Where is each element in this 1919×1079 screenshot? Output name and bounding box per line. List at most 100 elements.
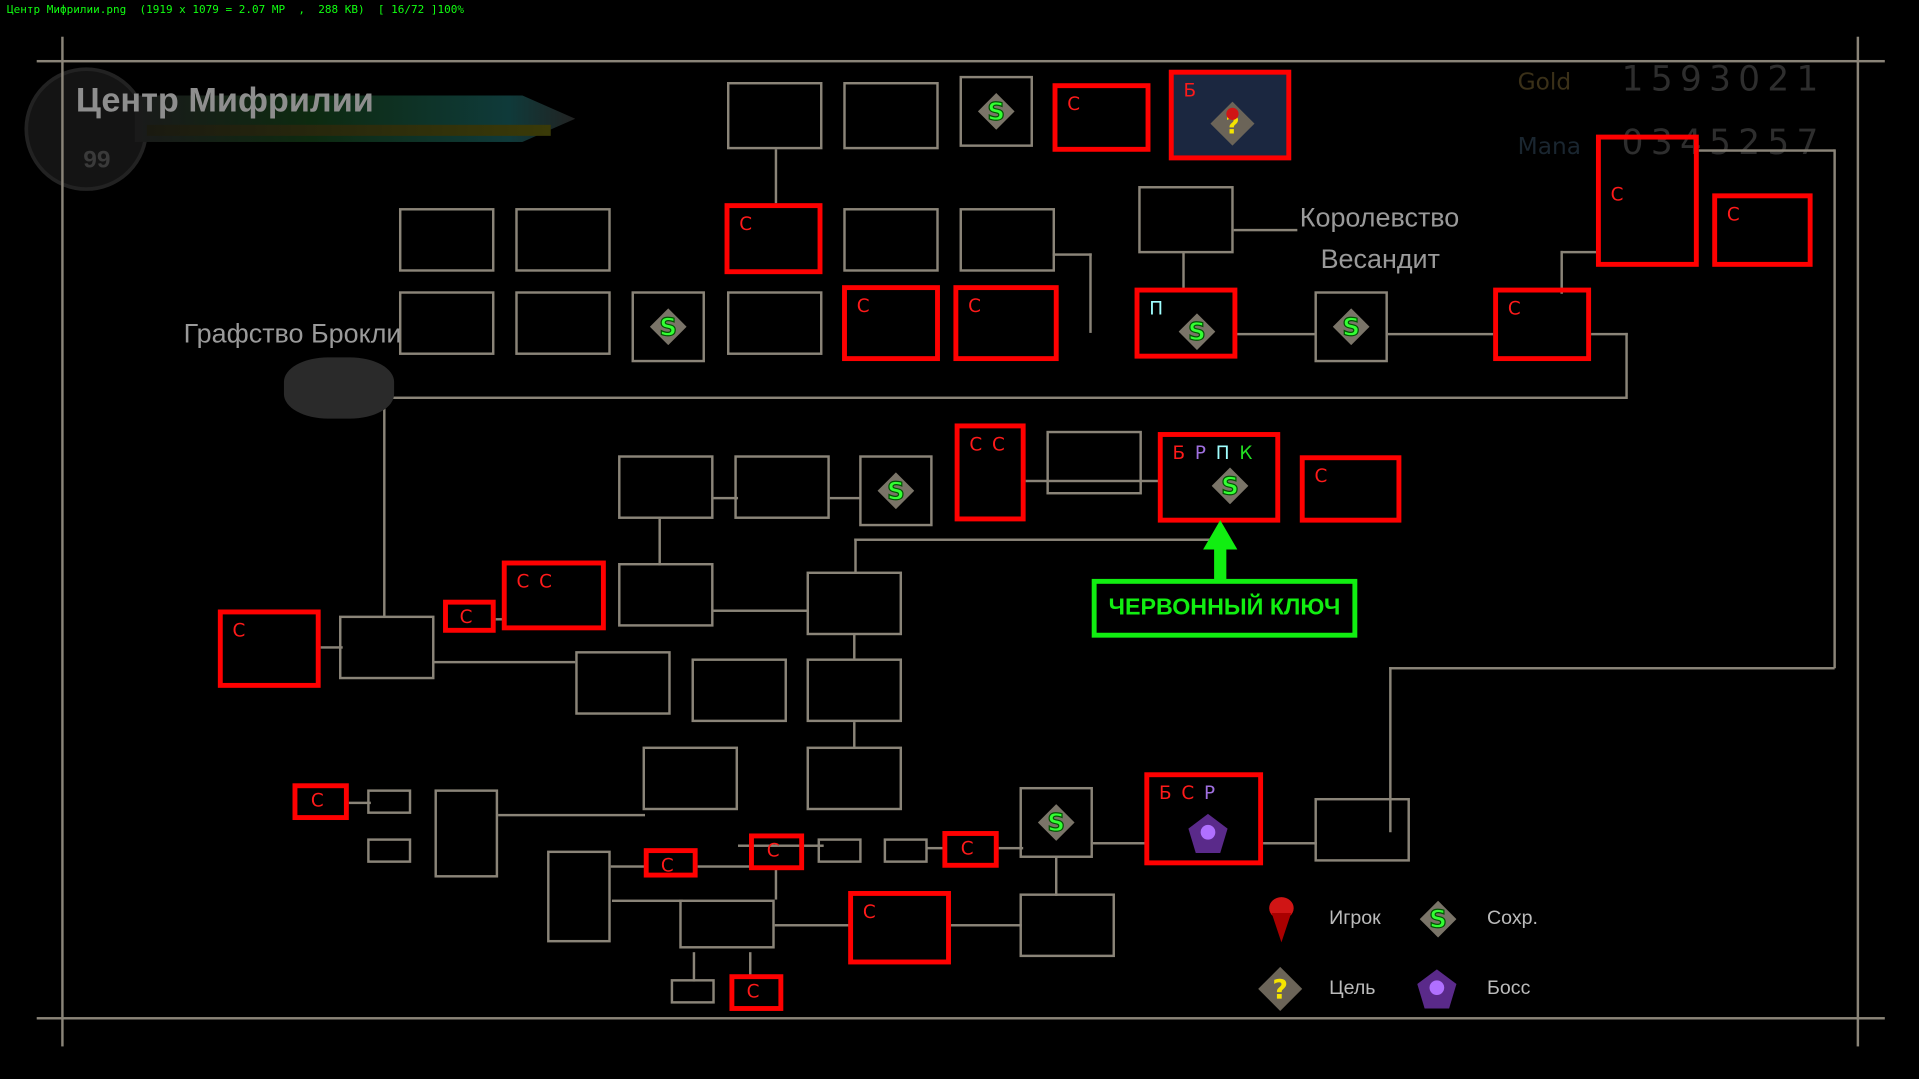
corridor-line [610,865,648,868]
corridor-line [61,36,64,1047]
corridor-line [1089,253,1092,333]
corridor-line [36,59,1885,63]
map-room [1019,893,1115,958]
marked-room: С [1052,83,1151,152]
map-room [691,658,787,723]
room-marker-letter: С [969,433,988,456]
region-label-brokli: Графство Брокли [183,318,402,349]
legend-boss-icon [1417,969,1457,1009]
corridor-line [611,899,683,903]
map-room [398,291,495,355]
corridor-line [658,518,661,566]
corridor-line [1389,667,1392,833]
map-room [726,291,823,355]
corridor-line [950,924,1022,927]
map-room [1138,186,1234,254]
marked-room: С [1595,134,1699,267]
legend-target-icon: ? [1258,966,1303,1011]
gold-value: 1593021 [1621,58,1826,100]
map-room [434,789,499,878]
corridor-line [1182,252,1185,289]
map-room [726,82,823,150]
corridor-line [998,846,1024,850]
room-marker-letter: С [1610,183,1629,206]
map-room [339,615,435,680]
room-marker-letter: С [960,837,979,860]
map-room [515,291,611,355]
room-marker-letter: С [1181,782,1200,805]
corridor-line [1052,253,1092,256]
marked-room: С [724,203,823,275]
map-room [959,75,1033,147]
region-label-vesandit-1: Королевство [1299,201,1460,233]
map-room [618,455,714,519]
map-room [575,651,671,715]
corridor-line [1560,250,1598,254]
map-room [806,746,903,811]
corridor-line [320,646,343,649]
location-title: Центр Мифрилии [75,80,374,119]
room-marker-letter: С [459,605,478,628]
map-room [734,455,830,519]
room-marker-letter: С [1726,203,1745,226]
map-room [515,208,611,272]
target-player-icon: ? [1210,101,1255,151]
room-marker-letter: С [660,854,679,877]
room-marker-label: С [1314,465,1337,487]
room-marker-letter: П [1149,297,1168,320]
save-point-icon: S [649,308,687,346]
corridor-line [697,865,752,868]
svg-text:S: S [1221,471,1239,500]
map-room [679,899,775,949]
corridor-line [713,609,809,612]
save-point-icon: S [977,93,1015,130]
room-marker-label: С [233,619,256,641]
map-room [367,789,412,814]
map-room [806,571,903,636]
corridor-line [692,952,696,982]
room-marker-letter: С [310,789,329,812]
room-marker-label: С [1508,297,1531,319]
svg-text:S: S [1188,317,1206,346]
corridor-line [774,924,851,927]
map-room [631,291,705,363]
arrow-up-icon [1203,520,1238,582]
player-icon [1269,897,1294,943]
marked-room: С [217,609,321,688]
player-level: 99 [83,146,111,174]
corridor-line [498,813,645,817]
legend-save-icon: S [1419,900,1457,938]
corridor-line [774,149,778,204]
map-room [806,658,903,723]
map-room [817,838,862,863]
corridor-line [853,633,856,659]
room-marker-label: С [747,980,770,1002]
save-point-icon: S [1332,308,1370,346]
marked-room: С [749,833,805,871]
save-point-icon: S [1178,313,1216,351]
corridor-line [1833,149,1836,669]
boss-icon [1186,811,1230,860]
room-marker-letter: Р [1194,441,1211,464]
corridor-line [774,868,778,900]
room-marker-letter: Б [1159,782,1177,805]
corridor-line [713,496,739,500]
map-room [883,838,928,863]
room-marker-label: С [311,789,334,811]
marked-room: С [1493,287,1592,362]
corridor-line [1591,332,1628,336]
mana-value: 0345257 [1621,122,1826,163]
corridor-line [829,496,861,500]
marked-room: С [942,831,999,868]
map-room [1314,797,1410,862]
room-marker-label: С [857,295,880,317]
corridor-line [1698,149,1835,152]
room-marker-label: С [1611,184,1634,206]
map-room [1314,291,1388,363]
corridor-line [1389,667,1835,670]
save-point-icon: S [877,472,915,510]
room-marker-label: С [863,901,886,923]
